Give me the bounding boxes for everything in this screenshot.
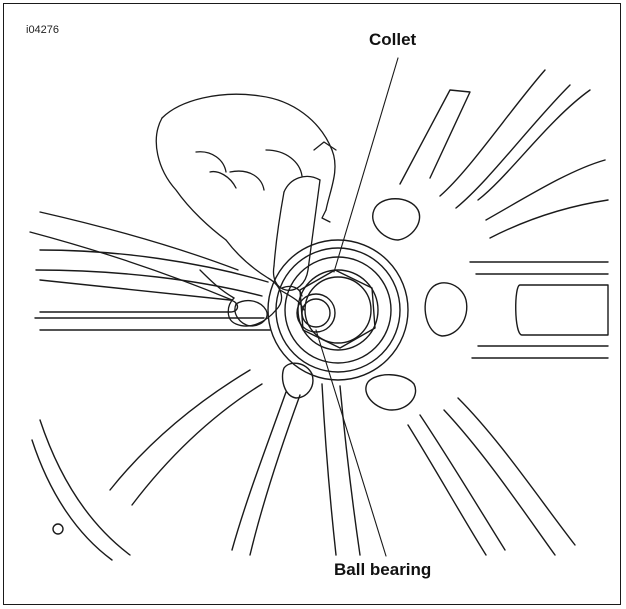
ball-bearing-leader-line: [315, 329, 387, 557]
collet-label: Collet: [369, 30, 417, 49]
hub-illustration: [267, 239, 409, 381]
ball-bearing-label: Ball bearing: [334, 560, 432, 579]
ball-bearing-icon: [296, 293, 336, 333]
collet-leader-line: [333, 57, 399, 273]
wheel-spoke-illustration: [34, 69, 609, 556]
hand-illustration: [29, 93, 337, 327]
rim-hole-icon: [52, 523, 64, 535]
hub-cutouts: [281, 198, 468, 411]
callout-leaders: [315, 57, 399, 557]
figure-id-label: i04276: [26, 24, 60, 36]
wheel-rim-arc: [31, 419, 131, 561]
